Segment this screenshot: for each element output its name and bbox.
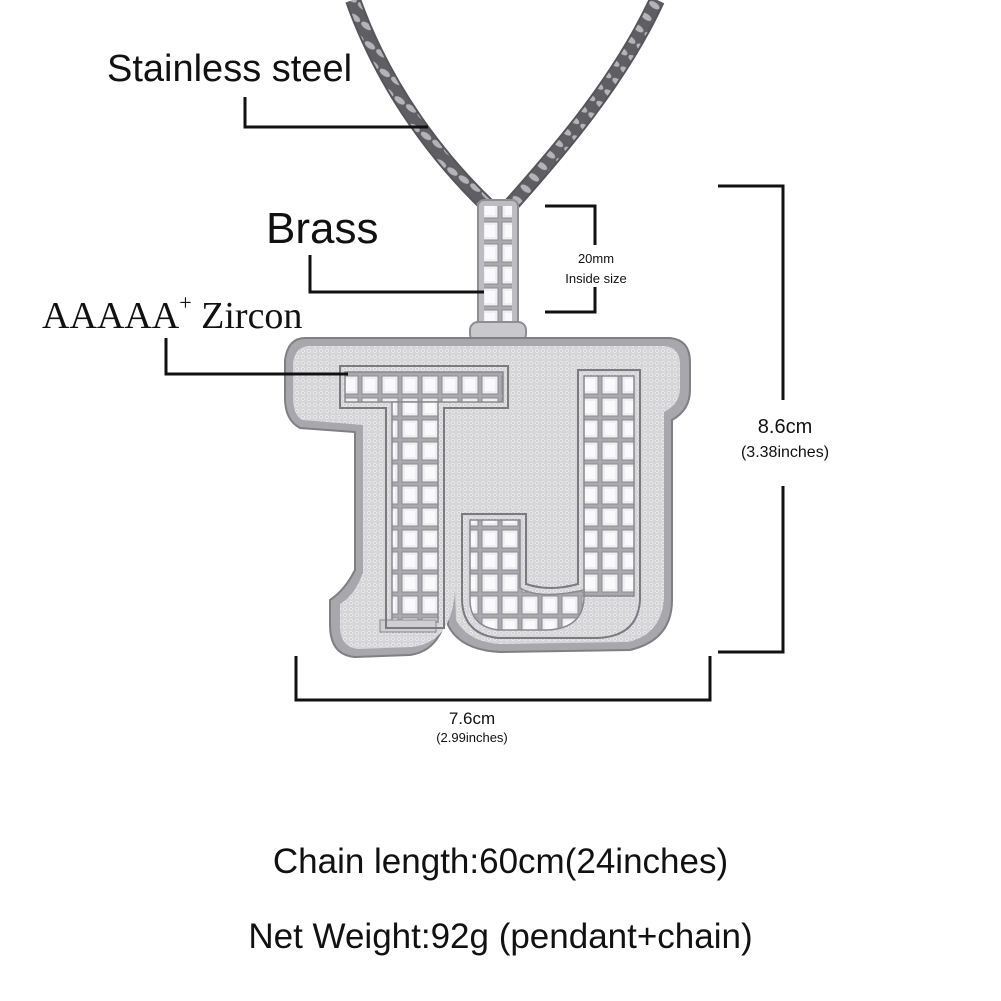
rope-chain (345, 0, 665, 212)
bail-size-value: 20mm (577, 251, 615, 266)
pendant-tj (284, 337, 691, 659)
bail-dimension: 20mm Inside size (548, 249, 644, 289)
stone-type: Zircon (191, 295, 303, 337)
stone-grade-plus: + (179, 290, 192, 316)
chain-material-label: Stainless steel (107, 48, 353, 90)
height-inches: (3.38inches) (740, 444, 830, 461)
height-cm: 8.6cm (757, 416, 813, 438)
chain-length-spec: Chain length:60cm(24inches) (272, 842, 729, 881)
bail-material-label: Brass (266, 204, 379, 253)
width-bracket (294, 656, 712, 702)
width-inches: (2.99inches) (436, 730, 508, 745)
width-dimension: 7.6cm (2.99inches) (402, 708, 542, 746)
zircon-callout-line (164, 338, 348, 376)
width-cm: 7.6cm (448, 709, 496, 728)
bail-size-note: Inside size (565, 271, 627, 286)
steel-callout-line (243, 97, 428, 129)
brass-callout-line (308, 255, 484, 294)
stone-grade: AAAAA (42, 295, 180, 337)
stone-label: AAAAA+ Zircon (42, 290, 303, 338)
height-dimension: 8.6cm (3.38inches) (700, 412, 870, 464)
bail (469, 199, 527, 343)
net-weight-spec: Net Weight:92g (pendant+chain) (248, 917, 753, 956)
